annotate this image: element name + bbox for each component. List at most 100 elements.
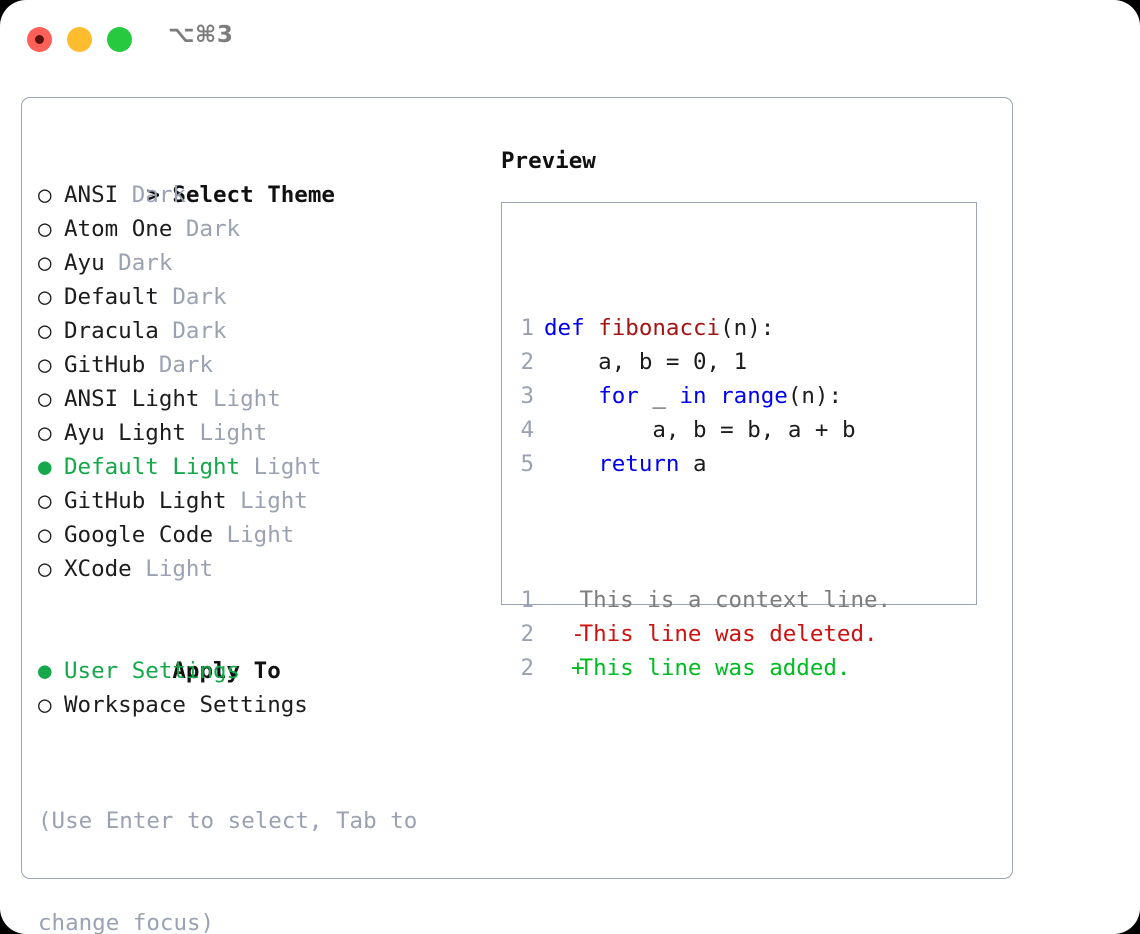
diff-marker-icon: -	[544, 621, 585, 647]
apply-to-header-label: Apply To	[172, 658, 281, 684]
diff-lines: 1 This is a context line.2 - This line w…	[520, 583, 891, 685]
radio-unselected-icon: ○	[38, 182, 52, 208]
main-panel: >Select Theme ○ANSI Dark○Atom One Dark○A…	[21, 97, 1013, 934]
theme-option-xcode[interactable]: ○XCode Light	[38, 552, 488, 586]
code-line: 4 a, b = b, a + b	[520, 413, 891, 447]
apply-to-option-workspace-settings[interactable]: ○Workspace Settings	[38, 688, 488, 722]
line-number: 1	[520, 315, 534, 341]
minimize-window-button[interactable]	[67, 27, 92, 52]
theme-option-label: Ayu	[64, 250, 105, 276]
theme-option-atom-one[interactable]: ○Atom One Dark	[38, 212, 488, 246]
diff-marker-icon: +	[544, 655, 585, 681]
radio-unselected-icon: ○	[38, 522, 52, 548]
radio-unselected-icon: ○	[38, 386, 52, 412]
theme-option-ayu[interactable]: ○ Ayu Dark	[38, 246, 488, 280]
line-number: 2	[520, 655, 534, 681]
theme-option-label: Google Code	[64, 522, 214, 548]
line-number: 2	[520, 349, 534, 375]
maximize-window-button[interactable]	[107, 27, 132, 52]
preview-title: Preview	[501, 148, 596, 174]
code-token	[707, 383, 721, 409]
radio-unselected-icon: ○	[38, 692, 52, 718]
diff-line-text: This line was added.	[566, 655, 851, 681]
theme-option-variant-badge: Dark	[172, 216, 241, 242]
radio-selected-icon: ●	[38, 454, 52, 480]
theme-option-variant-badge: Light	[240, 454, 322, 480]
code-token: in	[679, 383, 707, 409]
code-line: 5 return a	[520, 447, 891, 481]
apply-to-option-user-settings[interactable]: ●User Settings	[38, 654, 488, 688]
code-token	[544, 451, 598, 477]
theme-option-variant-badge: Dark	[104, 250, 173, 276]
theme-option-ayu-light[interactable]: ○ Ayu Light Light	[38, 416, 488, 450]
diff-line-add: 2 + This line was added.	[520, 651, 891, 685]
theme-option-variant-badge: Light	[213, 522, 295, 548]
line-number: 1	[520, 587, 534, 613]
theme-option-variant-badge: Dark	[158, 284, 227, 310]
diff-line-text: This is a context line.	[566, 587, 892, 613]
code-token: range	[720, 383, 788, 409]
radio-unselected-icon: ○	[38, 250, 52, 276]
select-theme-header-label: Select Theme	[172, 182, 335, 208]
diff-line-ctx: 1 This is a context line.	[520, 583, 891, 617]
code-token: (n):	[720, 315, 775, 341]
theme-option-variant-badge: Light	[185, 420, 268, 446]
select-theme-header: >Select Theme	[38, 144, 488, 208]
theme-option-ansi-light[interactable]: ○ ANSI Light Light	[38, 382, 488, 416]
theme-option-default[interactable]: ○ Default Dark	[38, 280, 488, 314]
radio-unselected-icon: ○	[38, 420, 52, 446]
code-token: _	[638, 383, 680, 409]
theme-option-variant-badge: Dark	[145, 352, 214, 378]
line-number: 5	[520, 451, 534, 477]
diff-line-del: 2 - This line was deleted.	[520, 617, 891, 651]
title-bar: ⌥⌘3	[0, 0, 1140, 78]
theme-option-dracula[interactable]: ○ Dracula Dark	[38, 314, 488, 348]
theme-option-variant-badge: Light	[199, 386, 281, 412]
code-token: a, b = 0, 1	[544, 349, 748, 375]
close-window-button[interactable]	[27, 27, 52, 52]
theme-option-variant-badge: Light	[131, 556, 214, 582]
radio-unselected-icon: ○	[38, 488, 52, 514]
apply-to-list: ●User Settings○Workspace Settings	[38, 654, 488, 722]
diff-line-text: This line was deleted.	[566, 621, 878, 647]
line-number: 2	[520, 621, 534, 647]
keyboard-shortcut-label: ⌥⌘3	[168, 22, 234, 48]
code-line: 3 for _ in range(n):	[520, 379, 891, 413]
theme-option-default-light[interactable]: ● Default Light Light	[38, 450, 488, 484]
code-line: 2 a, b = 0, 1	[520, 345, 891, 379]
radio-unselected-icon: ○	[38, 284, 52, 310]
theme-option-label: Default Light	[64, 454, 241, 480]
theme-option-label: GitHub	[64, 352, 146, 378]
theme-selection-column: >Select Theme ○ANSI Dark○Atom One Dark○A…	[38, 144, 488, 934]
code-token: def	[544, 315, 599, 341]
list-spacer	[38, 586, 488, 620]
theme-option-label: Atom One	[64, 216, 173, 242]
theme-option-label: ANSI Light	[64, 386, 200, 412]
keyboard-hint-line-1: (Use Enter to select, Tab to	[38, 808, 418, 834]
apply-to-option-label: User Settings	[64, 658, 241, 684]
apply-to-header: Apply To	[38, 620, 488, 684]
keyboard-hint-line-2: change focus)	[38, 910, 215, 934]
theme-option-label: Ayu Light	[64, 420, 186, 446]
theme-option-variant-badge: Dark	[118, 182, 186, 208]
radio-unselected-icon: ○	[38, 352, 52, 378]
theme-option-github-light[interactable]: ○ GitHub Light Light	[38, 484, 488, 518]
theme-option-google-code[interactable]: ○ Google Code Light	[38, 518, 488, 552]
keyboard-hint: (Use Enter to select, Tab to change focu…	[38, 736, 488, 934]
theme-list: ○ANSI Dark○Atom One Dark○Ayu Dark○Defaul…	[38, 178, 488, 586]
radio-unselected-icon: ○	[38, 318, 52, 344]
theme-option-variant-badge: Light	[226, 488, 308, 514]
theme-option-variant-badge: Dark	[158, 318, 227, 344]
theme-option-label: Default	[64, 284, 159, 310]
theme-option-label: GitHub Light	[64, 488, 227, 514]
theme-option-github[interactable]: ○ GitHub Dark	[38, 348, 488, 382]
line-number: 4	[520, 417, 534, 443]
line-number: 3	[520, 383, 534, 409]
theme-option-label: XCode	[64, 556, 132, 582]
theme-option-ansi[interactable]: ○ANSI Dark	[38, 178, 488, 212]
theme-option-label: Dracula	[64, 318, 159, 344]
